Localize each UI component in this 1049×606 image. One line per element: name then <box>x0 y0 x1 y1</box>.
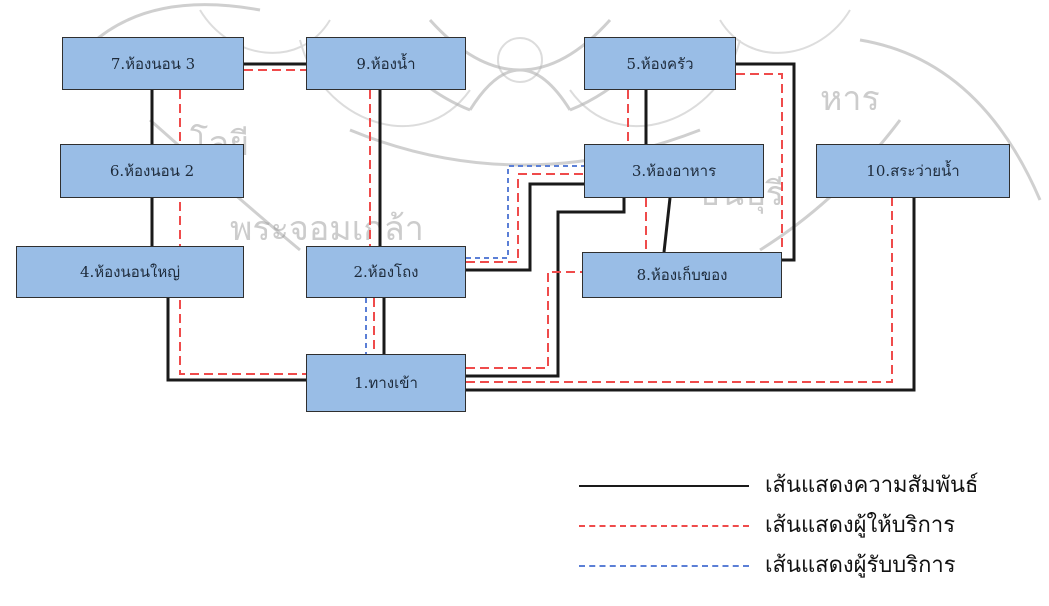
provider-lines <box>179 69 893 383</box>
room-bedroom-2: 6.ห้องนอน 2 <box>60 144 244 198</box>
room-bathroom: 9.ห้องน้ำ <box>306 37 466 90</box>
legend-label-receiver: เส้นแสดงผู้รับบริการ <box>765 553 956 578</box>
room-entrance: 1.ทางเข้า <box>306 354 466 412</box>
relation-line <box>662 197 672 253</box>
room-swimming-pool: 10.สระว่ายน้ำ <box>816 144 1010 198</box>
room-storage: 8.ห้องเก็บของ <box>582 252 782 298</box>
provider-line <box>179 90 306 375</box>
room-master-bedroom: 4.ห้องนอนใหญ่ <box>16 246 244 298</box>
receiver-line <box>466 165 584 259</box>
legend-blue-dashed-line-swatch <box>579 565 749 567</box>
provider-line <box>466 173 584 263</box>
provider-line <box>466 198 893 383</box>
relation-lines <box>150 62 916 392</box>
watermark-fragment-1: พระจอมเกล้า <box>230 209 424 249</box>
relation-line <box>736 62 796 262</box>
provider-line <box>466 271 582 369</box>
legend-label-relation: เส้นแสดงความสัมพันธ์ <box>765 473 979 498</box>
legend-solid-line-swatch <box>579 485 749 487</box>
relation-line <box>466 198 916 392</box>
legend-red-dashed-line-swatch <box>579 525 749 527</box>
room-bedroom-3: 7.ห้องนอน 3 <box>62 37 244 90</box>
room-living-hall: 2.ห้องโถง <box>306 246 466 298</box>
room-kitchen: 5.ห้องครัว <box>584 37 736 90</box>
relation-line <box>466 198 626 378</box>
watermark-fragment-2: หาร <box>820 79 880 119</box>
relation-line <box>466 182 584 272</box>
relation-line <box>166 298 306 382</box>
legend-label-provider: เส้นแสดงผู้ให้บริการ <box>765 513 956 538</box>
provider-line <box>736 73 783 250</box>
receiver-lines <box>365 165 584 354</box>
room-dining: 3.ห้องอาหาร <box>584 144 764 198</box>
